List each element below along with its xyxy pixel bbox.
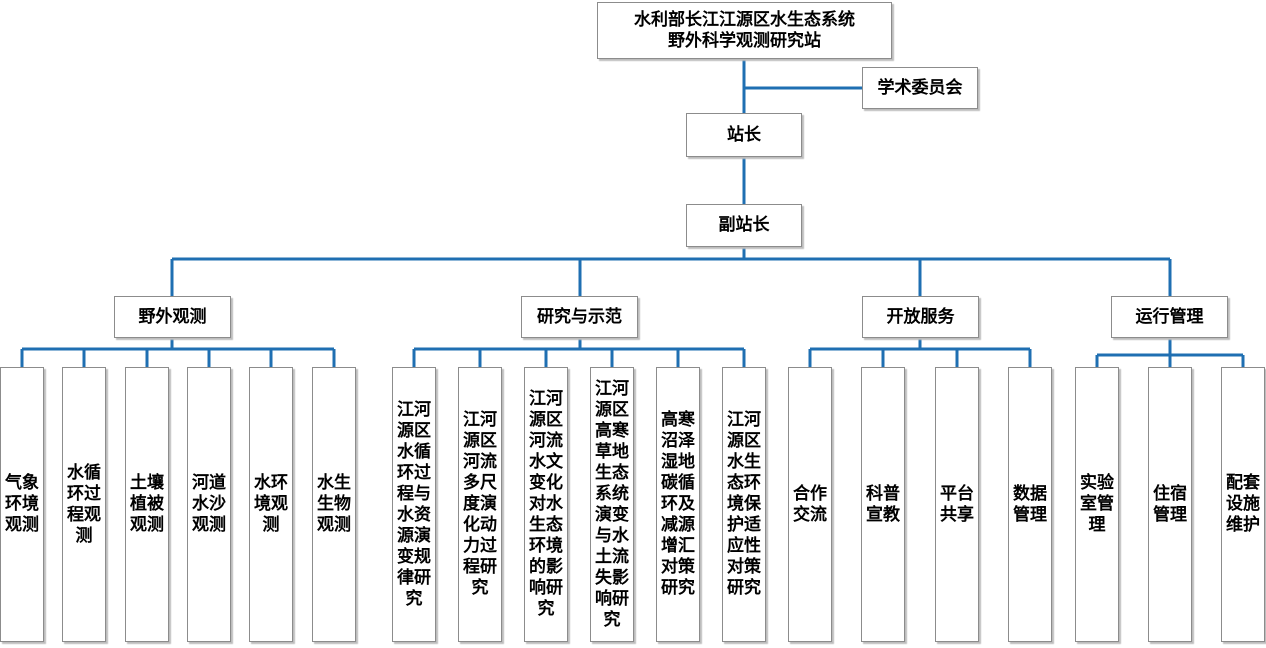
leaf-node: 合作交流 <box>788 367 832 642</box>
leaf-node: 数据管理 <box>1008 367 1052 642</box>
root-node: 水利部长江江源区水生态系统 野外科学观测研究站 <box>597 2 892 59</box>
leaf-node: 江河源区河流水文变化对水生态环境的影响研究 <box>524 367 568 642</box>
leaf-node: 高寒沼泽湿地碳循环及减源增汇对策研究 <box>656 367 700 642</box>
leaf-node: 江河源区水循环过程与水资源演变规律研究 <box>392 367 436 642</box>
leaf-node: 平台共享 <box>935 367 979 642</box>
leaf-node: 配套设施维护 <box>1221 367 1265 642</box>
leaf-node: 科普宣教 <box>861 367 905 642</box>
committee-node: 学术委员会 <box>862 67 978 109</box>
leaf-node: 河道水沙观测 <box>187 367 231 642</box>
leaf-node: 江河源区水生态环境保护适应性对策研究 <box>722 367 766 642</box>
leaf-node: 土壤植被观测 <box>125 367 169 642</box>
leaf-node: 气象环境观测 <box>0 367 44 642</box>
dept-node: 野外观测 <box>114 296 231 338</box>
leaf-node: 水环境观测 <box>249 367 293 642</box>
leaf-node: 水循环过程观测 <box>62 367 106 642</box>
root-title-line2: 野外科学观测研究站 <box>668 30 821 51</box>
dept-node: 开放服务 <box>862 296 979 338</box>
leaf-node: 江河源区河流多尺度演化动力过程研究 <box>458 367 502 642</box>
dept-node: 运行管理 <box>1111 296 1228 338</box>
leaf-node: 住宿管理 <box>1148 367 1192 642</box>
leaf-node: 实验室管理 <box>1075 367 1119 642</box>
root-title-line1: 水利部长江江源区水生态系统 <box>634 9 855 30</box>
leaf-node: 水生生物观测 <box>312 367 356 642</box>
dept-node: 研究与示范 <box>521 296 638 338</box>
deputy-node: 副站长 <box>686 204 802 247</box>
leaf-node: 江河源区高寒草地生态系统演变与水土流失影响研究 <box>590 367 634 642</box>
director-node: 站长 <box>686 113 802 157</box>
